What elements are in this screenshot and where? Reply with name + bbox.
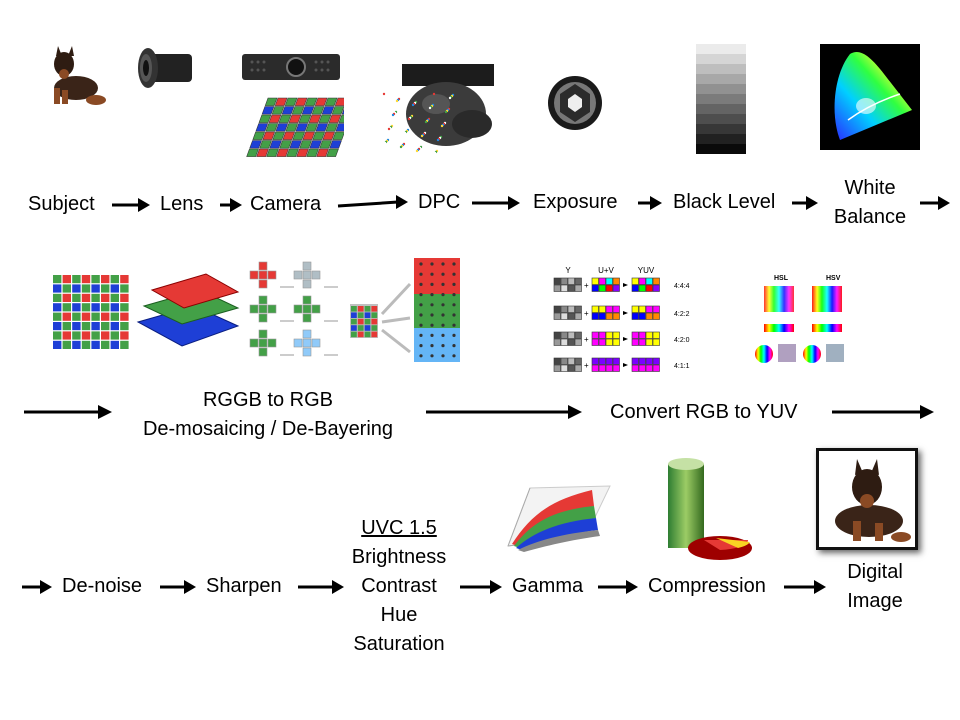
label-dpc: DPC [418, 191, 461, 213]
svg-text:+: + [584, 281, 589, 290]
svg-text:+: + [584, 309, 589, 318]
dpc-image [376, 64, 502, 156]
arrow-icon [832, 405, 934, 419]
label-white-balance-line2: Balance [833, 206, 907, 228]
label-uvc-hue: Hue [380, 604, 418, 626]
arrow-icon [792, 196, 818, 210]
arrow-icon [112, 198, 150, 212]
yuv-header: Y [565, 266, 571, 275]
label-gamma: Gamma [512, 575, 584, 597]
yuv-row-label: 4:4:4 [674, 283, 690, 290]
bayer-layers-image [136, 273, 240, 347]
camera-photo [242, 54, 340, 80]
hsl-hsv-image: HSL HSV [755, 275, 844, 363]
svg-text:+: + [584, 361, 589, 370]
bayer-sensor-image [246, 97, 344, 157]
dog-photo [835, 459, 911, 542]
arrow-icon [24, 405, 112, 419]
arrow-icon [160, 580, 196, 594]
arrow-icon [638, 196, 662, 210]
chromaticity-diagram-image [820, 44, 920, 150]
label-lens: Lens [160, 193, 204, 215]
gamma-curves-image [507, 485, 611, 552]
arrow-icon [426, 405, 582, 419]
arrow-icon [784, 580, 826, 594]
interpolation-patterns-image [249, 261, 338, 357]
yuv-header: YUV [638, 266, 655, 275]
arrow-icon [598, 580, 638, 594]
label-demosaicing-line1: RGGB to RGB [202, 389, 334, 411]
arrow-icon [220, 198, 242, 212]
grayscale-ramp-image [696, 44, 746, 154]
label-black-level: Black Level [673, 191, 776, 213]
arrow-icon [298, 580, 344, 594]
label-convert-rgb-yuv: Convert RGB to YUV [610, 401, 798, 423]
arrow-icon [460, 580, 502, 594]
label-white-balance-line1: White [844, 177, 896, 199]
label-subject: Subject [28, 193, 95, 215]
svg-text:+: + [584, 335, 589, 344]
yuv-row-label: 4:2:2 [674, 311, 690, 318]
label-digital-image-line1: Digital [847, 561, 903, 583]
label-demosaicing: RGGB to RGB De-mosaicing / De-Bayering [130, 386, 406, 444]
label-sharpen: Sharpen [206, 575, 282, 597]
label-demosaicing-line2: De-mosaicing / De-Bayering [142, 418, 394, 440]
label-digital-image: Digital Image [826, 558, 924, 616]
label-white-balance: White Balance [820, 174, 920, 232]
yuv-row-label: 4:1:1 [674, 363, 690, 370]
label-uvc-contrast: Contrast [361, 575, 437, 597]
label-uvc-title: UVC 1.5 [361, 517, 437, 539]
aperture-icon [548, 76, 602, 130]
hsv-title: HSV [826, 275, 841, 282]
arrow-icon [22, 580, 52, 594]
color-mosaic-image [350, 258, 460, 362]
arrow-icon [920, 196, 950, 210]
label-digital-image-line2: Image [847, 590, 903, 612]
yuv-row-label: 4:2:0 [674, 337, 690, 344]
label-compression: Compression [648, 575, 766, 597]
bayer-grid-image [53, 275, 129, 349]
digital-image-frame [816, 448, 918, 550]
label-exposure: Exposure [533, 191, 618, 213]
label-denoise: De-noise [62, 575, 143, 597]
label-uvc-controls: UVC 1.5 Brightness Contrast Hue Saturati… [340, 514, 458, 659]
label-uvc-saturation: Saturation [353, 633, 445, 655]
yuv-header: U+V [598, 266, 614, 275]
hsl-title: HSL [774, 275, 789, 282]
yuv-subsampling-image: Y U+V YUV 4:4:4 4:2:2 4:2:0 4:1:1 + + + + [553, 266, 690, 372]
lens-photo [138, 48, 192, 88]
label-camera: Camera [250, 193, 322, 215]
arrow-icon [472, 196, 520, 210]
label-uvc-brightness: Brightness [351, 546, 447, 568]
compression-chart-image [668, 458, 752, 560]
dog-photo [54, 46, 106, 105]
arrow-icon [337, 195, 408, 209]
